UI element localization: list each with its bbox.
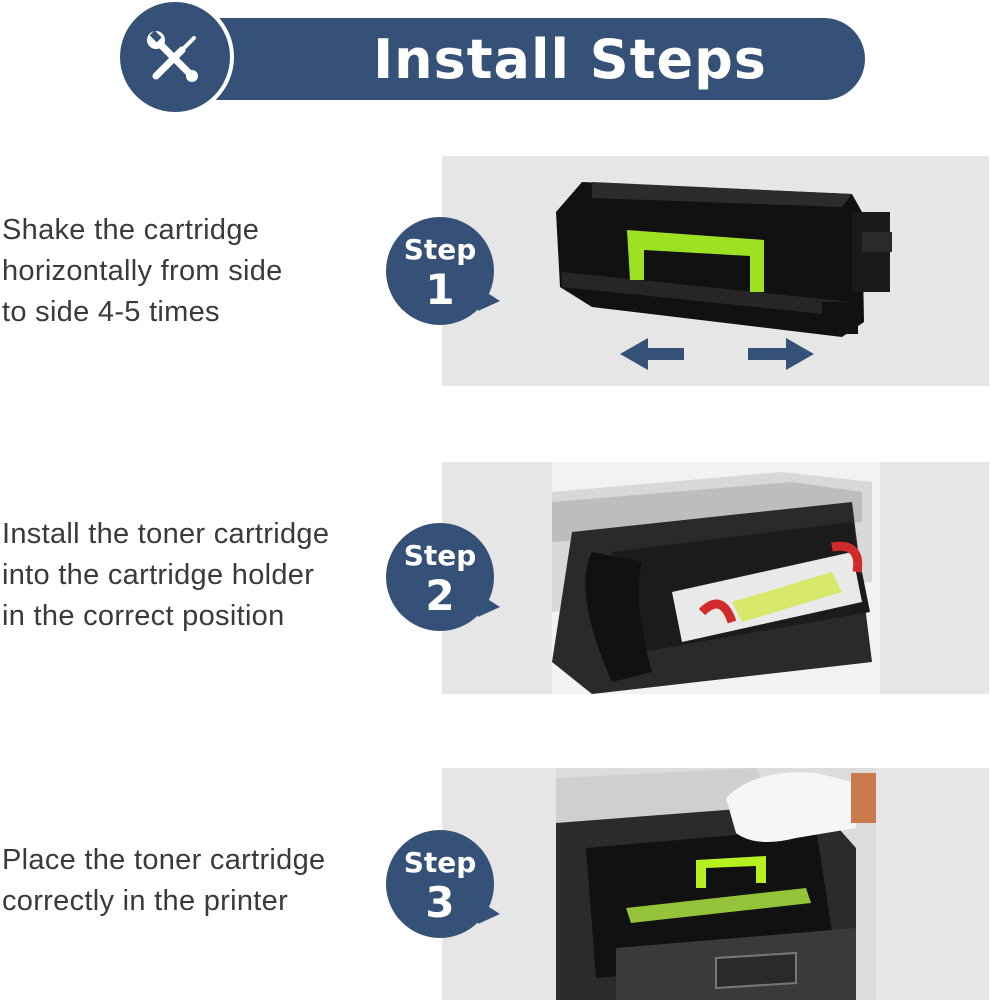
cartridge-shake-photo <box>556 182 892 370</box>
step-2-badge: Step 2 <box>386 523 500 633</box>
step-2-badge-number: 2 <box>425 571 455 620</box>
tools-icon <box>147 30 198 82</box>
header-banner: Install Steps <box>120 2 865 112</box>
page-title: Install Steps <box>373 27 767 91</box>
step-2-badge-word: Step <box>403 539 477 572</box>
step-1-badge-word: Step <box>403 233 477 266</box>
step-3-badge-word: Step <box>403 846 477 879</box>
step-3-description: Place the toner cartridge correctly in t… <box>2 844 326 917</box>
step-1-badge: Step 1 <box>386 217 500 327</box>
step-3-badge-number: 3 <box>425 878 455 927</box>
step-3-badge: Step 3 <box>386 830 500 940</box>
printer-insert-photo <box>556 768 876 1000</box>
step-2-description: Install the toner cartridge into the car… <box>2 518 330 632</box>
header-bar <box>180 18 865 100</box>
step-1-badge-number: 1 <box>425 265 455 314</box>
header-icon-circle <box>120 2 230 112</box>
cartridge-holder-photo <box>552 462 880 694</box>
step-1-description: Shake the cartridge horizontally from si… <box>2 214 283 328</box>
